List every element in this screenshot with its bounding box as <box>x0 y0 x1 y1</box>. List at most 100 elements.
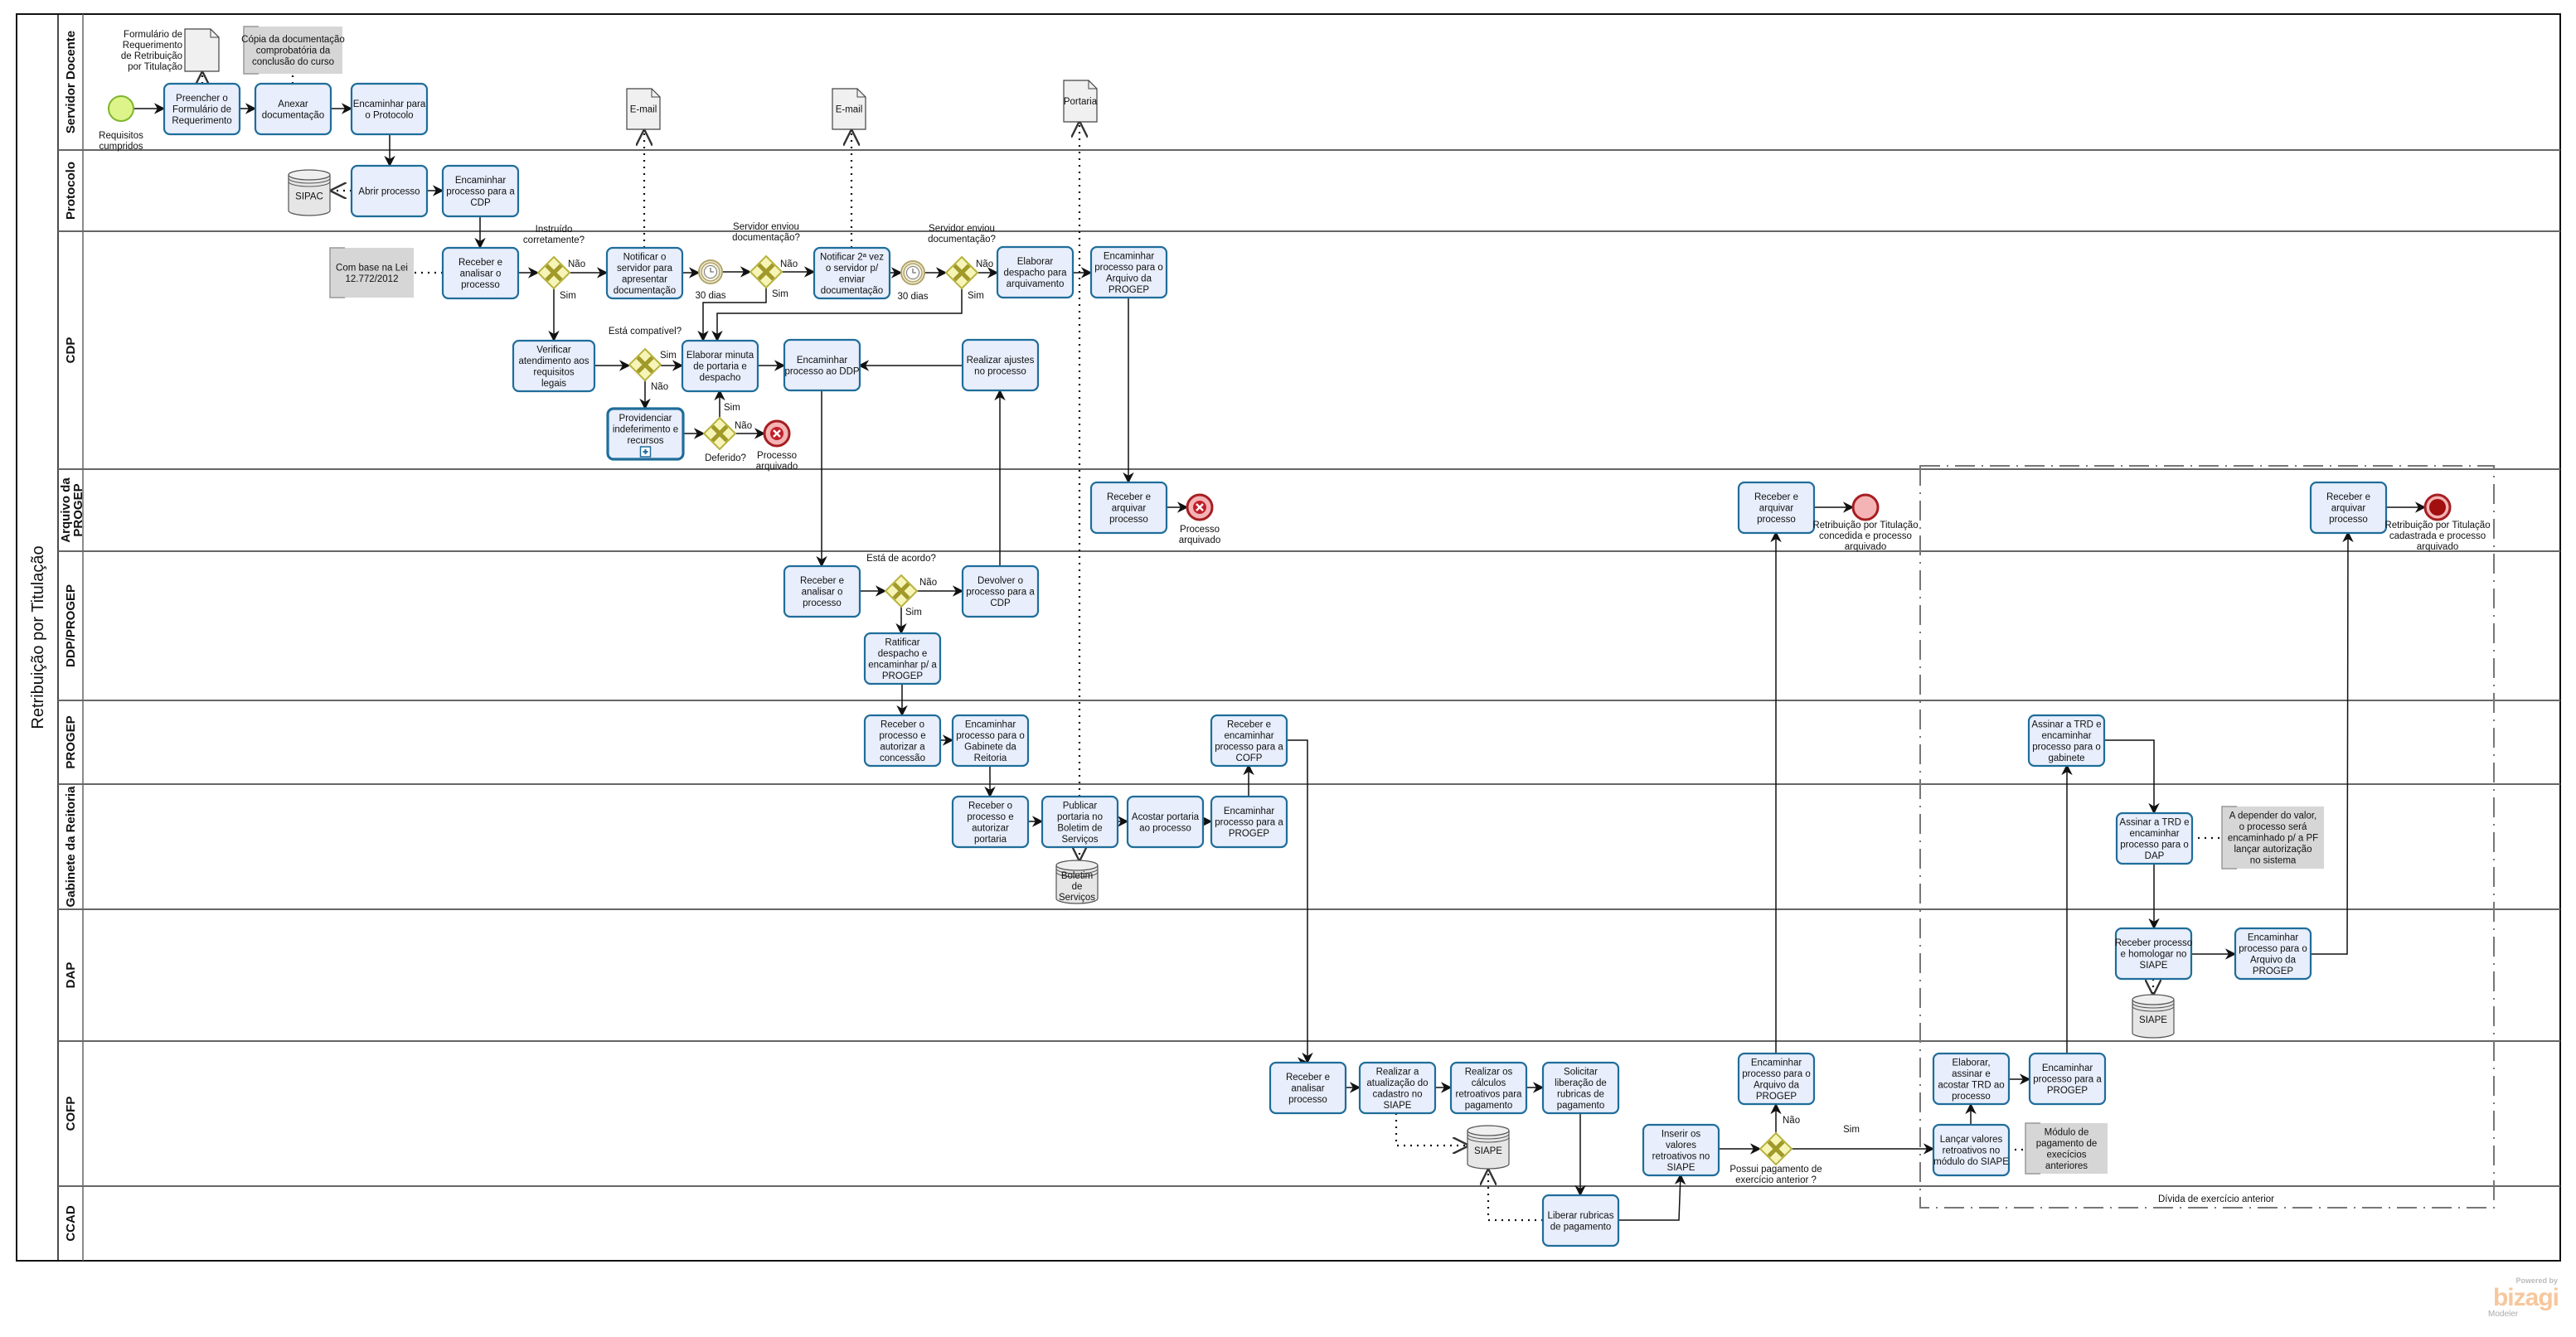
gateway-compativel[interactable] <box>628 347 662 382</box>
end-event-concedida[interactable] <box>1851 493 1880 521</box>
lane-label-arquivo: Arquivo daPROGEP <box>59 477 85 543</box>
end-error-event-cdp[interactable] <box>763 419 791 448</box>
gateway-question: Deferido? <box>705 453 746 463</box>
group-label: Dívida de exercício anterior <box>2158 1194 2274 1204</box>
datastore-sipac[interactable]: SIPAC <box>288 169 331 216</box>
timer-event-1-label: 30 dias <box>695 291 725 301</box>
pool-title: Retribuição por Titulação <box>29 545 47 729</box>
datastore-siape-dap[interactable]: SIAPE <box>2132 994 2175 1039</box>
document-formulario[interactable] <box>184 28 220 72</box>
task-abrir-processo[interactable]: Abrir processo <box>350 164 429 218</box>
start-event[interactable] <box>108 95 134 122</box>
datastore-siape-cofp-label: SIAPE <box>1474 1146 1502 1156</box>
document-email-2[interactable]: E-mail <box>832 88 866 130</box>
branch-label-yes: Sim <box>1843 1125 1860 1135</box>
document-email-1[interactable]: E-mail <box>626 88 661 130</box>
end-event-cadastrada[interactable] <box>2423 493 2452 521</box>
powered-by-text: Powered by <box>2515 1276 2558 1285</box>
lane-label-dap: DAP <box>64 962 78 989</box>
association-siape-liberar <box>1488 1170 1543 1222</box>
gateway-deferido[interactable] <box>702 416 737 451</box>
association-siape-cofp <box>1395 1113 1467 1146</box>
timer-event-2[interactable] <box>900 260 925 285</box>
gateway-exercicio-anterior[interactable] <box>1759 1131 1793 1166</box>
modeler-text: Modeler <box>2488 1310 2519 1319</box>
sequence-flow <box>697 288 767 342</box>
gateway-enviou2[interactable] <box>944 255 979 290</box>
branch-label-yes: Sim <box>660 351 677 361</box>
error-x-icon <box>770 427 783 440</box>
gateway-enviou1[interactable] <box>749 254 783 289</box>
end-error-event-arquivo[interactable] <box>1186 493 1214 521</box>
lane-label-cofp: COFP <box>64 1097 78 1131</box>
clock-icon <box>704 265 717 279</box>
lane-label-progep: PROGEP <box>64 715 78 768</box>
datastore-siape-cofp[interactable]: SIAPE <box>1467 1125 1510 1170</box>
timer-event-1[interactable] <box>698 259 723 284</box>
document-portaria[interactable]: Portaria <box>1063 80 1098 123</box>
clock-icon <box>906 266 919 279</box>
lane-label-protocolo: Protocolo <box>64 162 78 220</box>
gateway-instruido[interactable] <box>536 255 571 290</box>
gateway-acordo[interactable] <box>884 574 919 608</box>
